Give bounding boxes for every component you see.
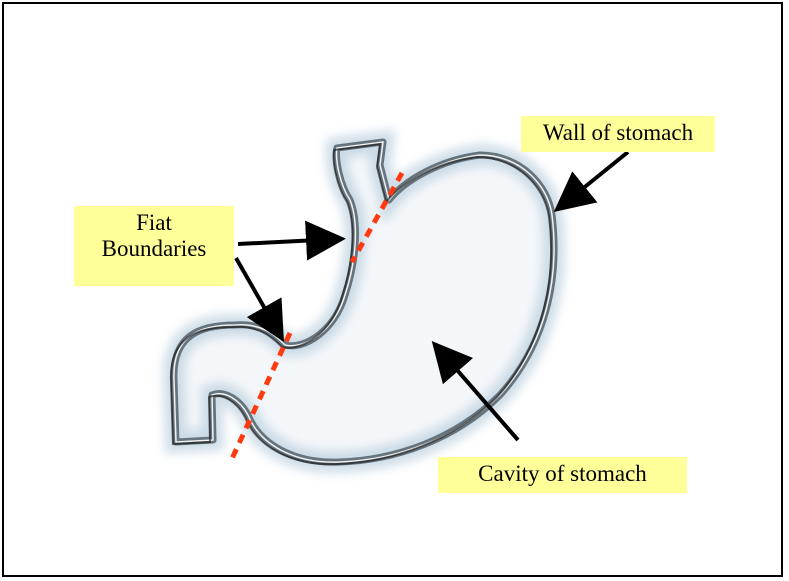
fiat-boundaries-line2: Boundaries [74, 236, 234, 262]
cavity-of-stomach-label: Cavity of stomach [438, 457, 687, 493]
wall-of-stomach-label: Wall of stomach [521, 116, 715, 152]
arrow-to-wall [560, 152, 628, 207]
arrow-to-upper-boundary [238, 239, 338, 244]
cavity-of-stomach-text: Cavity of stomach [438, 461, 687, 487]
wall-of-stomach-text: Wall of stomach [521, 120, 715, 146]
fiat-boundaries-label: Fiat Boundaries [74, 206, 234, 286]
fiat-boundaries-line1: Fiat [74, 210, 234, 236]
